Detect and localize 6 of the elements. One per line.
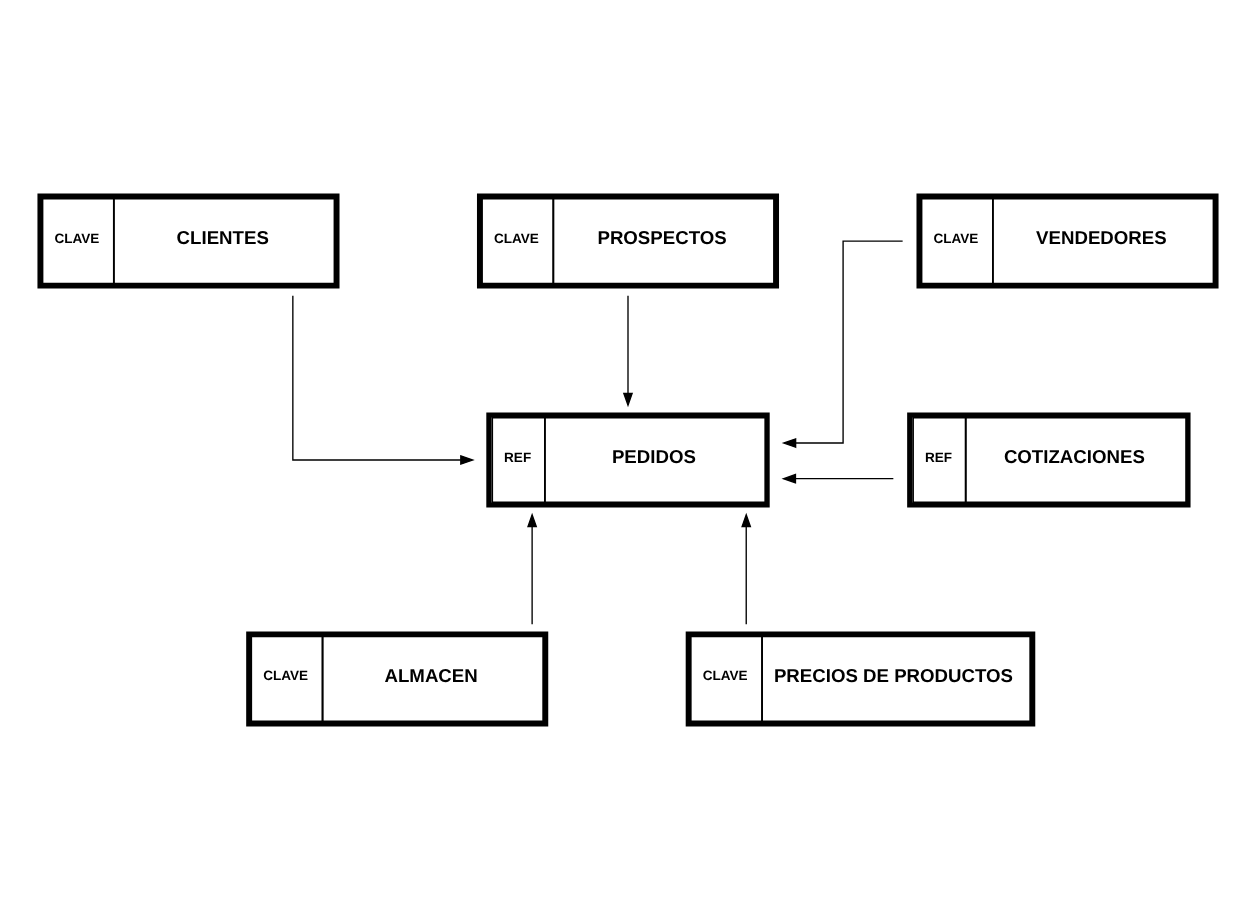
arrow: [741, 511, 752, 624]
arrow: [292, 294, 475, 465]
arrow: [781, 239, 904, 448]
arrow: [781, 472, 894, 483]
arrow: [622, 294, 634, 407]
arrow: [527, 511, 538, 624]
